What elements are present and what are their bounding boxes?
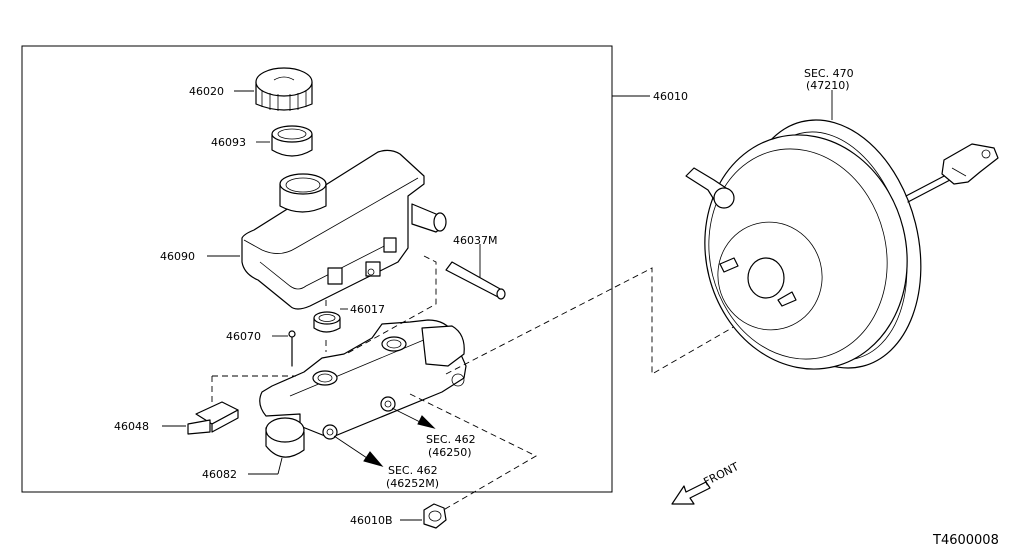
label-46010: 46010	[653, 90, 688, 103]
sec462a-label: SEC. 462	[426, 433, 476, 446]
label-46082: 46082	[202, 468, 237, 481]
cylinder-end-cap	[265, 417, 305, 458]
assembly-frame	[21, 45, 613, 493]
master-cylinder	[259, 319, 467, 440]
seal-ring	[271, 125, 313, 157]
arrow-down-left-icon	[671, 481, 711, 505]
mounting-nut	[423, 503, 447, 529]
label-46090: 46090	[160, 250, 195, 263]
label-46010b: 46010B	[350, 514, 393, 527]
sec462a-ref: (46250)	[428, 446, 472, 459]
front-label: FRONT	[701, 460, 741, 489]
sec470-ref: (47210)	[806, 79, 850, 92]
label-46070: 46070	[226, 330, 261, 343]
arrow-right-icon	[391, 407, 436, 429]
grommet	[313, 311, 341, 333]
label-46017: 46017	[350, 303, 385, 316]
reservoir-cap	[255, 67, 313, 111]
diagram-code: T4600008	[932, 533, 999, 548]
arrow-right-icon	[333, 435, 384, 467]
label-46020: 46020	[189, 85, 224, 98]
label-46093: 46093	[211, 136, 246, 149]
connector-pin	[445, 261, 506, 300]
sec470-label: SEC. 470	[804, 67, 854, 80]
sec462b-label: SEC. 462	[388, 464, 438, 477]
retaining-pin	[288, 330, 296, 367]
sec462b-ref: (46252M)	[386, 477, 439, 490]
label-46048: 46048	[114, 420, 149, 433]
brake-booster	[685, 119, 999, 370]
reservoir-tank	[241, 149, 447, 310]
label-46037m: 46037M	[453, 234, 497, 247]
level-sensor	[187, 401, 239, 435]
